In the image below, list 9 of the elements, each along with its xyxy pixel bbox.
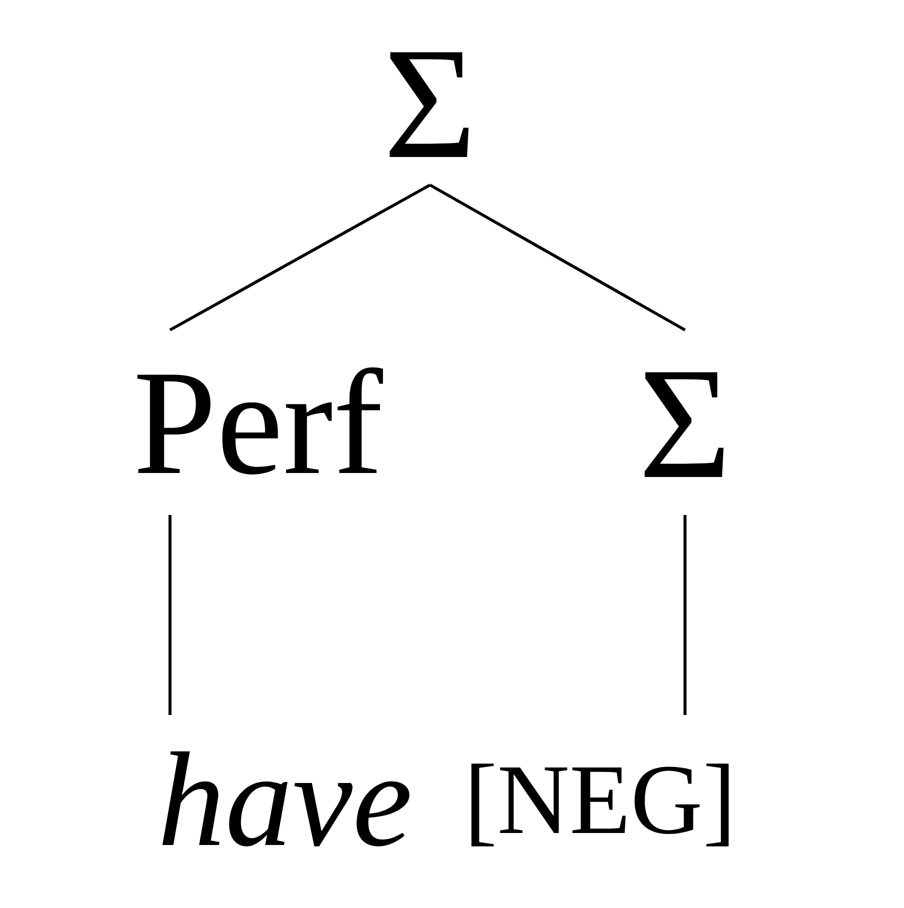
tree-branch	[684, 515, 686, 715]
category-label: Σ	[383, 22, 477, 182]
feature-label: [NEG]	[464, 750, 736, 850]
tree-branch	[168, 515, 172, 715]
tree-branch	[169, 184, 431, 332]
category-label: Perf	[133, 348, 383, 498]
tree-branch	[429, 184, 686, 332]
word-label: have	[158, 732, 412, 868]
category-label: Σ	[638, 342, 732, 502]
